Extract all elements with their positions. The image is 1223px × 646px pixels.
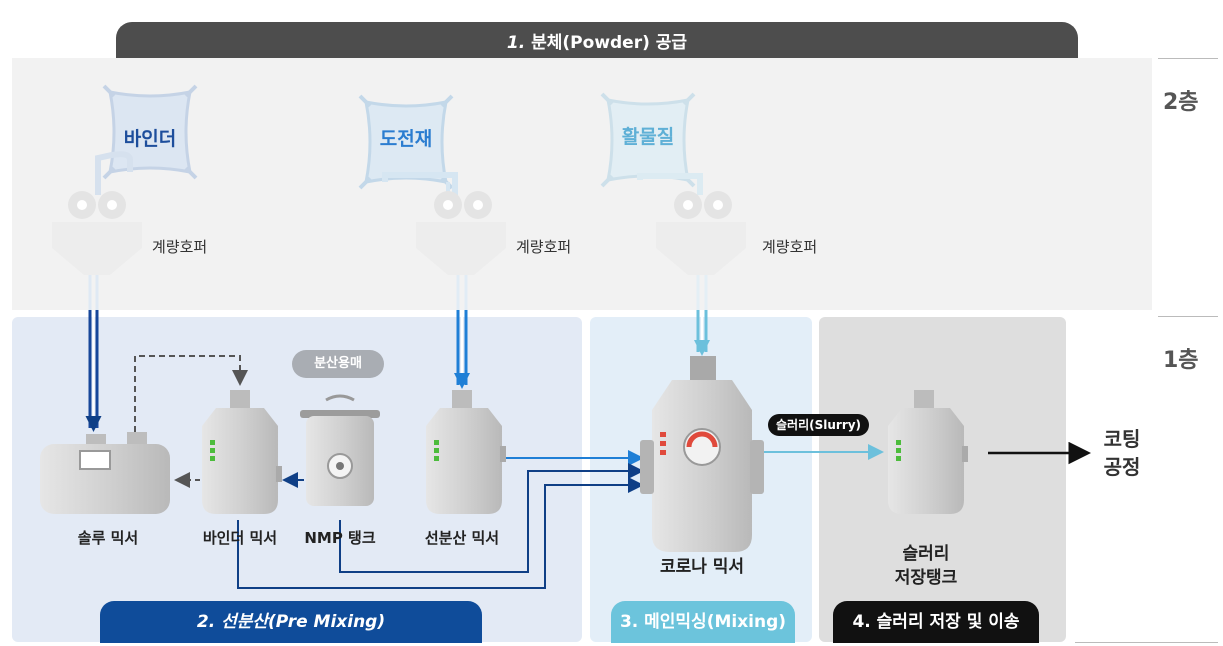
stage-mainmixing: 3. 메인믹싱(Mixing): [611, 601, 795, 643]
hopper-1-icon: [52, 191, 142, 275]
floor-2-label: 2층: [1163, 90, 1199, 115]
slurry-tag: 슬러리(Slurry): [768, 414, 870, 436]
hopper-1-label: 계량호퍼: [152, 238, 208, 256]
powder-conductive-label: 도전재: [379, 128, 433, 150]
solution-mixer-label: 솔루 믹서: [77, 529, 139, 547]
floor-1-label: 1층: [1163, 348, 1199, 373]
hopper-3-icon: [656, 191, 746, 275]
binder-mixer-icon: [202, 390, 282, 514]
nmp-tank-icon: [300, 394, 380, 506]
stage-premixing: 2. 선분산(Pre Mixing): [100, 601, 482, 643]
destination-line2: 공정: [1103, 455, 1141, 479]
binder-bag-icon: [102, 84, 198, 180]
floor2-panel: [12, 58, 1152, 310]
powder-binder-label: 바인더: [123, 128, 177, 150]
slurry-tank-label-line2: 저장탱크: [894, 568, 958, 588]
destination-line1: 코팅: [1103, 427, 1141, 451]
binder-mixer-label: 바인더 믹서: [202, 529, 278, 547]
pre-disperser-icon: [426, 390, 506, 514]
stage-storage-transfer: 4. 슬러리 저장 및 이송: [833, 601, 1039, 643]
header-title: 분체(Powder) 공급: [531, 33, 688, 53]
powder-active-material-label: 활물질: [621, 126, 675, 148]
slurry-tank-icon: [888, 390, 968, 514]
header-number: 1.: [506, 33, 526, 53]
hopper-3-label: 계량호퍼: [762, 238, 818, 256]
active-material-bag-icon: [600, 92, 696, 188]
floor-divider-bottom: [1075, 642, 1218, 643]
floor-divider-mid: [1158, 316, 1218, 317]
hopper-2-label: 계량호퍼: [516, 238, 572, 256]
nmp-tank-label: NMP 탱크: [304, 529, 376, 547]
powder-supply-header: 1. 분체(Powder) 공급: [116, 22, 1078, 60]
hopper-2-icon: [416, 191, 506, 275]
slurry-tank-label-line1: 슬러리: [902, 544, 950, 564]
floor-divider-top: [1158, 58, 1218, 59]
corona-mixer-label: 코로나 믹서: [659, 557, 745, 577]
solution-mixer-icon: [40, 432, 170, 514]
solvent-tag: 분산용매: [292, 350, 384, 378]
corona-mixer-icon: [640, 356, 764, 552]
pre-disperser-label: 선분산 믹서: [424, 529, 500, 547]
conductive-bag-icon: [358, 94, 454, 190]
